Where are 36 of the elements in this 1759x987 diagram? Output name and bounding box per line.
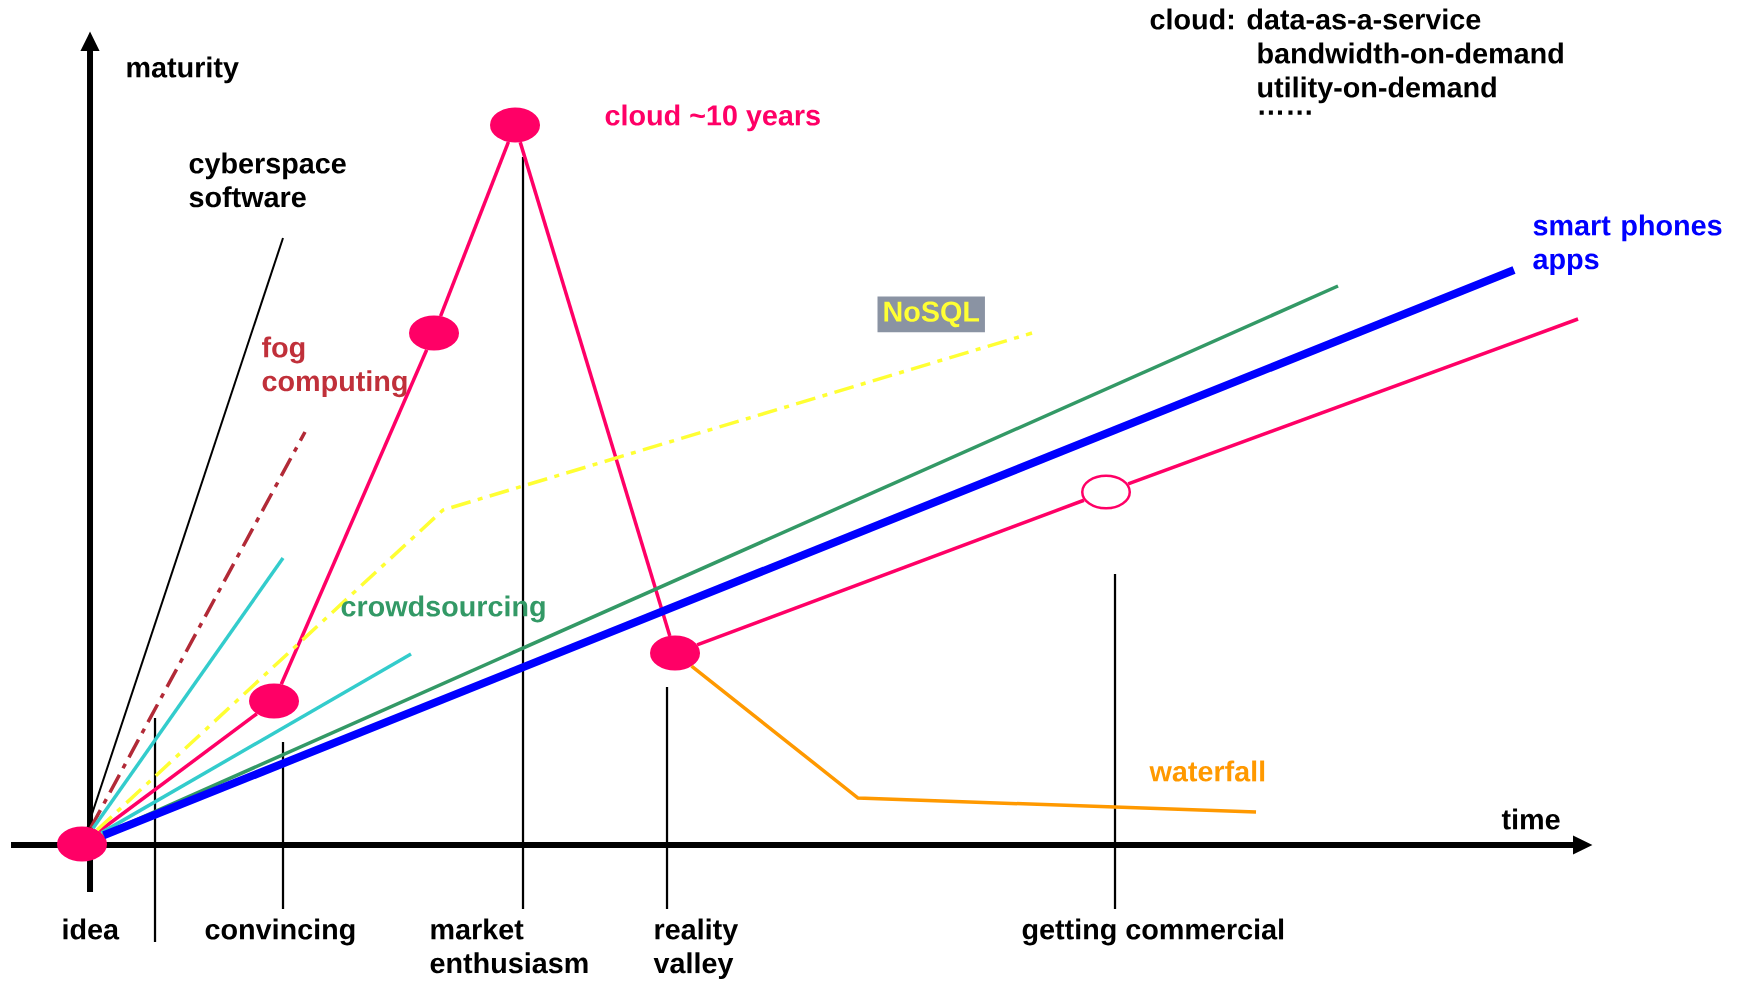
milestone-dot <box>249 683 299 719</box>
label-text: bandwidth-on-demand <box>1258 42 1563 64</box>
trend-line <box>86 237 284 828</box>
label-text: maturity <box>127 56 239 84</box>
trend-line <box>1127 317 1579 486</box>
label-text: time <box>1501 808 1560 830</box>
label-text: cloud: data-as-a-service <box>1150 8 1481 30</box>
label-text: idea <box>63 918 120 940</box>
label-text: NoSQL <box>877 296 985 333</box>
trend-line <box>98 712 258 833</box>
trend-line <box>690 664 1257 814</box>
label-text: getting commercial <box>1022 918 1284 946</box>
trend-line <box>518 141 672 637</box>
milestone-dot <box>57 826 107 862</box>
trend-line <box>89 431 307 829</box>
trend-line <box>102 266 1516 840</box>
trend-line <box>438 141 511 317</box>
milestone-dot <box>650 635 700 671</box>
trend-line <box>95 331 1033 832</box>
label-text: smart phones apps <box>1533 214 1722 276</box>
label-text: waterfall <box>1149 760 1265 782</box>
trend-line <box>100 652 412 835</box>
label-text: utility-on-demand <box>1258 76 1496 104</box>
trend-line <box>696 498 1085 647</box>
milestone-dot <box>1081 474 1131 510</box>
label-text: reality valley <box>653 918 739 980</box>
label-text: …… <box>1259 110 1311 115</box>
milestone-dot <box>490 107 540 143</box>
caption-text: cloud ~10 years <box>605 104 820 132</box>
label-text: convincing <box>205 918 355 946</box>
milestone-dot <box>409 315 459 351</box>
label-text: fog computing <box>262 336 407 398</box>
label-text: market enthusiasm <box>430 918 588 974</box>
trend-line <box>91 557 285 830</box>
label-text: cyberspace software <box>189 152 346 208</box>
trend-line <box>279 349 429 685</box>
